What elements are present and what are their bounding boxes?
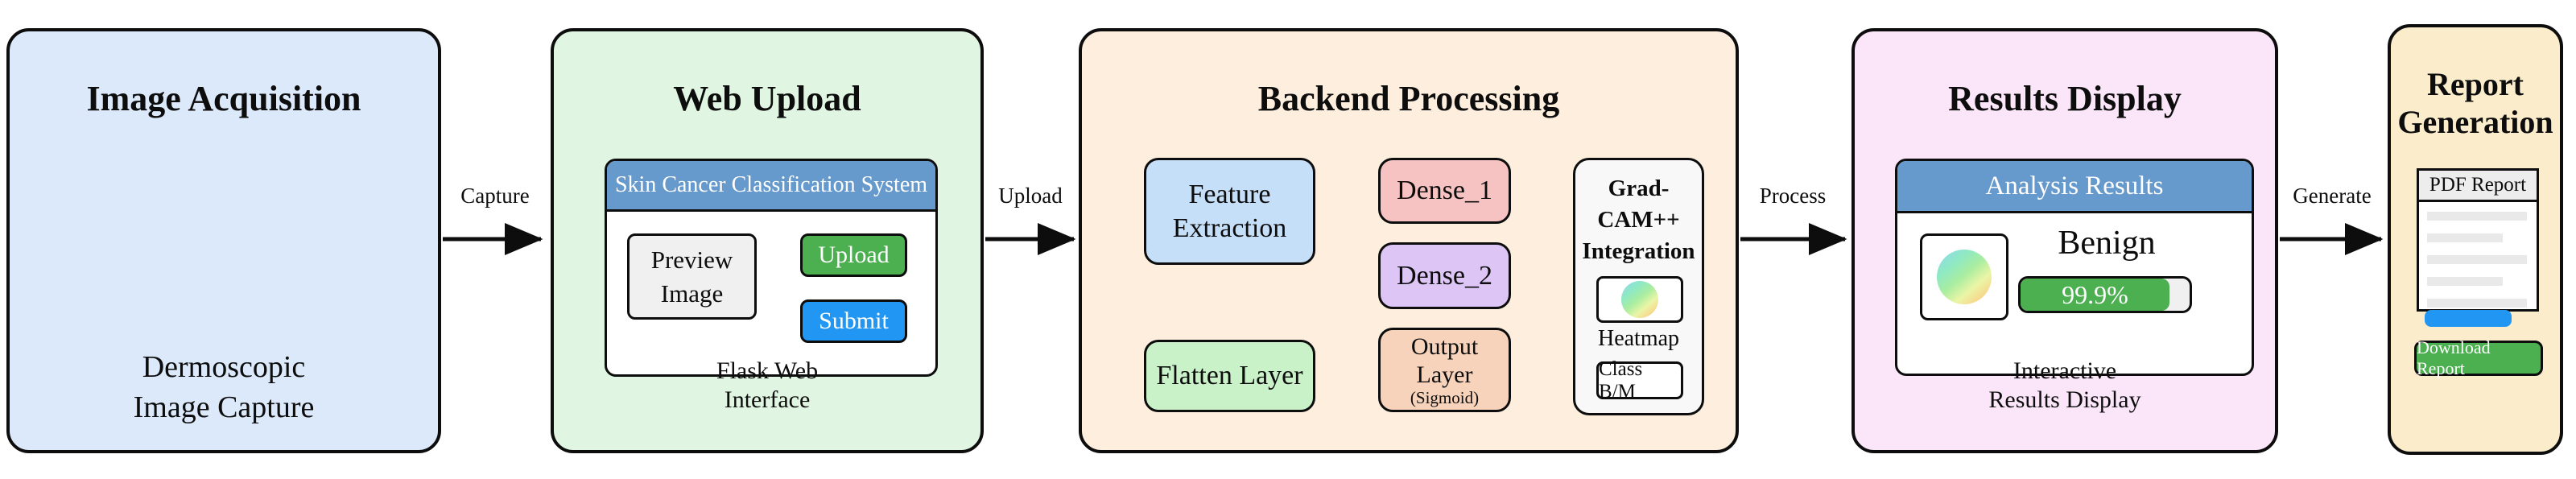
node-label-line: Extraction xyxy=(1172,213,1287,243)
result-thumbnail-box xyxy=(1920,233,2008,320)
title-line: Generation xyxy=(2397,104,2553,140)
gradcam-title-line: Grad-CAM++ xyxy=(1597,175,1680,233)
heatmap-label: Heatmap xyxy=(1597,326,1680,351)
page-title-backend-processing: Backend Processing xyxy=(1257,79,1560,118)
browser-title-bar: Skin Cancer Classification System xyxy=(607,161,935,212)
caption-line: Image Capture xyxy=(133,390,315,424)
feature-extraction-node: Feature Extraction xyxy=(1144,158,1315,265)
gradcam-title-line: Integration xyxy=(1582,238,1695,264)
gradcam-title: Grad-CAM++ Integration xyxy=(1575,173,1702,267)
analysis-results-header: Analysis Results xyxy=(1897,161,2252,213)
confidence-progress-fill: 99.9% xyxy=(2021,279,2169,311)
pdf-footer-bar xyxy=(2425,310,2512,327)
analysis-results-card: Analysis Results Benign 99.9% xyxy=(1895,159,2254,376)
caption-line: Interactive xyxy=(2013,357,2117,384)
submit-button[interactable]: Submit xyxy=(800,299,907,343)
pdf-text-line xyxy=(2427,299,2527,308)
preview-label-line: Image xyxy=(660,279,724,308)
panel-web-upload: Web Upload Skin Cancer Classification Sy… xyxy=(551,28,984,453)
panel-image-acquisition: Image Acquisition Dermoscopic Image Capt… xyxy=(6,28,441,453)
preview-label-line: Preview xyxy=(650,245,733,274)
flatten-layer-node: Flatten Layer xyxy=(1144,340,1315,412)
caption-line: Flask Web xyxy=(716,357,819,384)
pdf-text-line xyxy=(2427,233,2503,242)
pdf-text-line xyxy=(2427,255,2527,264)
heatmap-image xyxy=(1621,281,1658,318)
caption-web-upload: Flask Web Interface xyxy=(554,357,980,415)
caption-line: Interface xyxy=(724,386,811,413)
upload-button[interactable]: Upload xyxy=(800,233,907,277)
page-title-results-display: Results Display xyxy=(1948,79,2182,118)
arrow-label-capture: Capture xyxy=(460,184,530,208)
node-label-line: Output xyxy=(1410,333,1479,360)
classification-result: Benign xyxy=(2058,225,2156,262)
arrow-label-generate: Generate xyxy=(2293,184,2372,208)
confidence-value: 99.9% xyxy=(2062,279,2128,309)
page-title-web-upload: Web Upload xyxy=(673,79,861,118)
dense2-node: Dense_2 xyxy=(1378,242,1511,309)
panel-report-generation: Report Generation PDF Report Download Re… xyxy=(2388,24,2563,455)
pdf-text-line xyxy=(2427,277,2503,286)
class-output-box: Class B/M xyxy=(1596,358,1683,403)
download-report-button[interactable]: Download Report xyxy=(2414,337,2543,378)
pdf-document: PDF Report xyxy=(2417,168,2539,312)
caption-line: Dermoscopic xyxy=(142,350,306,384)
panel-results-display: Results Display Analysis Results Benign … xyxy=(1852,28,2278,453)
caption-line: Results Display xyxy=(1988,386,2141,413)
output-layer-node: Output Layer (Sigmoid) xyxy=(1378,328,1511,412)
heatmap-thumbnail-box xyxy=(1596,276,1683,323)
pdf-text-line xyxy=(2427,212,2527,221)
pdf-document-header: PDF Report xyxy=(2419,171,2537,202)
arrow-label-upload: Upload xyxy=(998,184,1063,208)
confidence-progress-bar: 99.9% xyxy=(2018,276,2192,313)
panel-backend-processing: Backend Processing Feature Extraction Fl… xyxy=(1079,28,1739,453)
arrow-label-process: Process xyxy=(1759,184,1827,208)
node-label-line: Feature xyxy=(1188,179,1271,209)
page-title-report-generation: Report Generation xyxy=(2391,65,2560,141)
caption-results-display: Interactive Results Display xyxy=(1855,357,2275,415)
result-heatmap-image xyxy=(1937,250,1992,304)
title-line: Report xyxy=(2427,66,2524,102)
activation-label: (Sigmoid) xyxy=(1410,388,1480,407)
page-title-image-acquisition: Image Acquisition xyxy=(86,79,361,118)
browser-window: Skin Cancer Classification System Previe… xyxy=(605,159,938,377)
dense1-node: Dense_1 xyxy=(1378,158,1511,224)
node-label-line: Layer xyxy=(1416,361,1473,388)
caption-image-acquisition: Dermoscopic Image Capture xyxy=(10,347,438,427)
preview-image-box: Preview Image xyxy=(627,233,757,320)
gradcam-integration-box: Grad-CAM++ Integration Heatmap Class B/M xyxy=(1573,158,1704,415)
